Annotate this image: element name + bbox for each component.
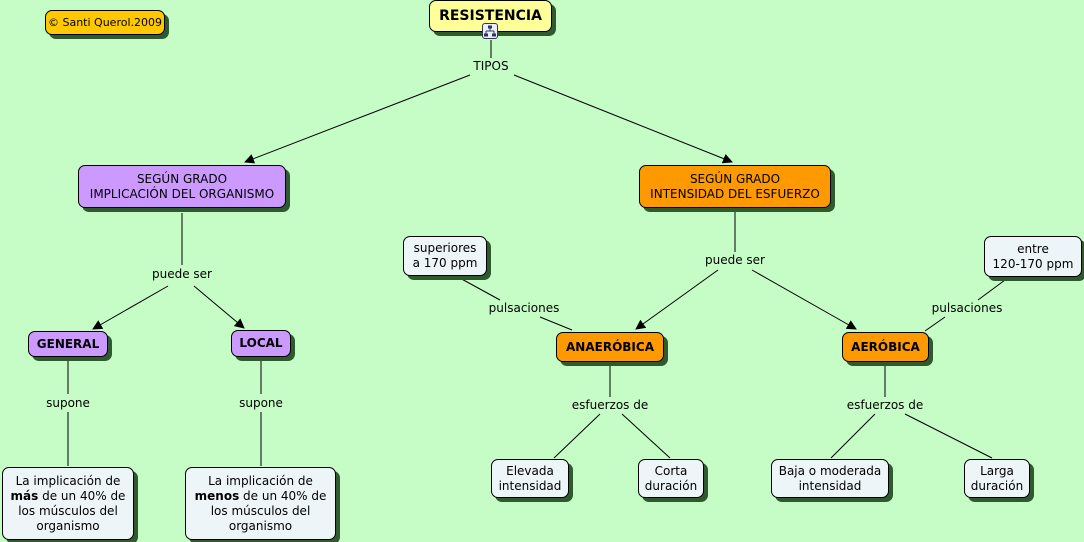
node-superiores-line2: a 170 ppm xyxy=(412,256,478,270)
node-entre-120-170[interactable]: entre 120-170 ppm xyxy=(984,236,1082,277)
node-elevada-line1: Elevada xyxy=(506,463,554,478)
node-entre-line2: 120-170 ppm xyxy=(992,256,1074,271)
node-mas-line4: organismo xyxy=(36,518,100,533)
node-menos-line4: organismo xyxy=(228,518,293,533)
line-esfuerzos-baja xyxy=(830,413,876,459)
line-puede-general xyxy=(92,285,169,330)
node-superiores-line1: superiores xyxy=(413,241,477,255)
line-superiores-pulsaciones xyxy=(457,276,501,301)
node-larga-line1: Larga xyxy=(980,463,1014,478)
node-aerobica[interactable]: AERÓBICA xyxy=(842,332,929,362)
node-anaerobica[interactable]: ANAERÓBICA xyxy=(556,332,664,362)
node-elevada-line2: intensidad xyxy=(498,478,562,493)
node-baja-line1: Baja o moderada xyxy=(778,463,882,478)
node-mas-post: de un 40% de xyxy=(38,488,126,503)
node-mas-line3: los músculos del xyxy=(18,503,118,518)
node-entre-line1: entre xyxy=(1017,241,1049,256)
line-esfuerzos-corta xyxy=(621,413,671,459)
node-implicacion-line1: SEGÚN GRADO xyxy=(136,171,228,186)
line-tipos-intensidad xyxy=(513,74,733,164)
node-corta-line1: Corta xyxy=(654,463,688,478)
link-label-puede-ser-right: puede ser xyxy=(705,253,765,267)
node-menos-post: de un 40% de xyxy=(239,488,327,503)
node-aerobica-label: AERÓBICA xyxy=(851,339,920,354)
node-mas-40[interactable]: La implicación de más de un 40% de los m… xyxy=(2,467,134,540)
copyright-badge: © Santi Querol.2009 xyxy=(45,10,165,35)
node-menos-line2: menos de un 40% de xyxy=(195,489,327,504)
line-pulsaciones-aerobica xyxy=(924,316,946,332)
line-puede-local xyxy=(193,285,245,329)
line-entre-pulsaciones xyxy=(977,279,1006,301)
node-corta-duracion[interactable]: Corta duración xyxy=(638,459,704,498)
link-label-tipos: TIPOS xyxy=(473,59,509,73)
node-anaerobica-label: ANAERÓBICA xyxy=(566,339,654,354)
node-elevada-intensidad[interactable]: Elevada intensidad xyxy=(491,459,569,498)
copyright-text: © Santi Querol.2009 xyxy=(47,16,162,29)
node-menos-line1: La implicación de xyxy=(208,473,313,488)
node-menos-40[interactable]: La implicación de menos de un 40% de los… xyxy=(185,467,336,540)
node-segun-implicacion[interactable]: SEGÚN GRADO IMPLICACIÓN DEL ORGANISMO xyxy=(78,165,286,208)
node-corta-line2: duración xyxy=(644,478,698,493)
link-label-puede-ser-left: puede ser xyxy=(152,267,212,281)
node-larga-line2: duración xyxy=(970,478,1024,493)
line-esfuerzos-larga xyxy=(904,413,993,459)
node-mas-bold: más xyxy=(10,488,39,503)
link-label-supone-general: supone xyxy=(46,396,90,410)
node-general[interactable]: GENERAL xyxy=(28,331,108,357)
line-esfuerzos-elevada xyxy=(553,413,601,459)
node-menos-bold: menos xyxy=(194,488,240,503)
node-local-label: LOCAL xyxy=(239,336,283,350)
node-general-label: GENERAL xyxy=(36,336,100,351)
node-baja-line2: intensidad xyxy=(798,478,862,493)
node-superiores-170[interactable]: superiores a 170 ppm xyxy=(403,236,487,276)
node-menos-line3: los músculos del xyxy=(210,503,311,518)
submap-icon[interactable] xyxy=(482,23,498,39)
node-mas-line2: más de un 40% de xyxy=(11,489,126,504)
line-tipos-implicacion xyxy=(244,74,471,164)
node-mas-line1: La implicación de xyxy=(15,473,121,488)
node-segun-intensidad[interactable]: SEGÚN GRADO INTENSIDAD DEL ESFUERZO xyxy=(639,165,831,208)
link-label-pulsaciones-left: pulsaciones xyxy=(488,301,560,315)
line-puede-anaerobica xyxy=(635,269,719,330)
link-label-pulsaciones-right: pulsaciones xyxy=(931,301,1003,315)
node-larga-duracion[interactable]: Larga duración xyxy=(964,459,1030,498)
link-label-supone-local: supone xyxy=(239,396,283,410)
line-puede-aerobica xyxy=(751,269,857,330)
node-intensidad-line2: INTENSIDAD DEL ESFUERZO xyxy=(650,186,820,201)
line-pulsaciones-anaerobica xyxy=(539,316,573,331)
node-implicacion-line2: IMPLICACIÓN DEL ORGANISMO xyxy=(89,186,275,201)
node-local[interactable]: LOCAL xyxy=(231,330,291,357)
root-label: RESISTENCIA xyxy=(439,7,542,24)
link-label-esfuerzos-aerobica: esfuerzos de xyxy=(846,398,924,412)
node-baja-moderada[interactable]: Baja o moderada intensidad xyxy=(771,459,889,498)
link-label-esfuerzos-anaerobica: esfuerzos de xyxy=(571,398,649,412)
node-intensidad-line1: SEGÚN GRADO xyxy=(689,171,781,186)
